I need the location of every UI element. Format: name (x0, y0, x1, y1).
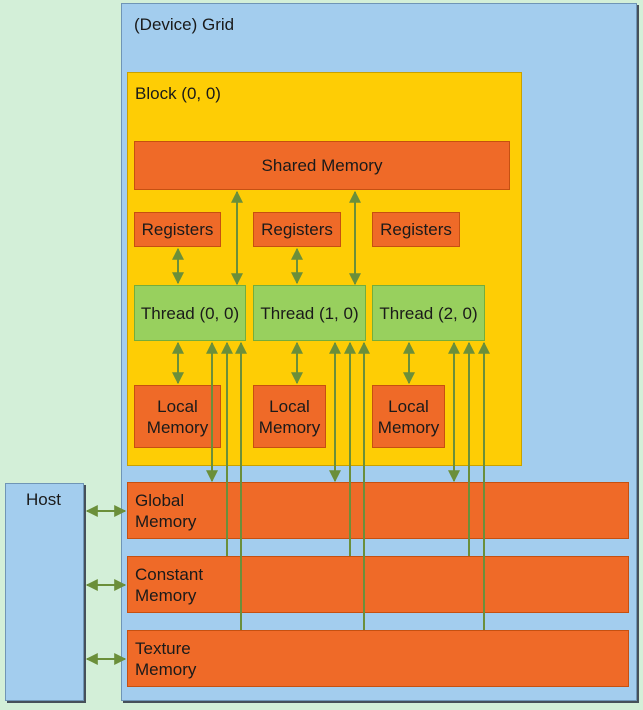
registers-label: Registers (261, 220, 333, 239)
registers-label: Registers (380, 220, 452, 239)
registers-label: Registers (141, 220, 214, 239)
global-memory-box: Global Memory (127, 482, 629, 539)
host-box (5, 483, 84, 701)
thread-box-1: Thread (1, 0) (253, 285, 366, 341)
block-label: Block (0, 0) (135, 84, 221, 103)
texture-memory-label: Texture Memory (135, 639, 197, 679)
thread-box-0: Thread (0, 0) (134, 285, 246, 341)
registers-box-2: Registers (372, 212, 460, 247)
thread-box-2: Thread (2, 0) (372, 285, 485, 341)
host-label: Host (26, 490, 61, 509)
global-memory-label: Global Memory (135, 491, 197, 531)
device-grid-label: (Device) Grid (134, 15, 235, 34)
thread-label: Thread (1, 0) (260, 303, 359, 323)
thread-label: Thread (2, 0) (379, 303, 478, 323)
local-memory-box-2: Local Memory (372, 385, 445, 448)
local-memory-label: Local Memory (146, 396, 209, 437)
shared-memory-box: Shared Memory (134, 141, 510, 190)
constant-memory-label: Constant Memory (135, 565, 204, 605)
shared-memory-label: Shared Memory (261, 156, 383, 175)
texture-memory-box: Texture Memory (127, 630, 629, 687)
local-memory-label: Local Memory (258, 396, 321, 437)
thread-label: Thread (0, 0) (140, 303, 240, 323)
registers-box-1: Registers (253, 212, 341, 247)
local-memory-box-1: Local Memory (253, 385, 326, 448)
registers-box-0: Registers (134, 212, 221, 247)
local-memory-label: Local Memory (377, 396, 440, 437)
constant-memory-box: Constant Memory (127, 556, 629, 613)
